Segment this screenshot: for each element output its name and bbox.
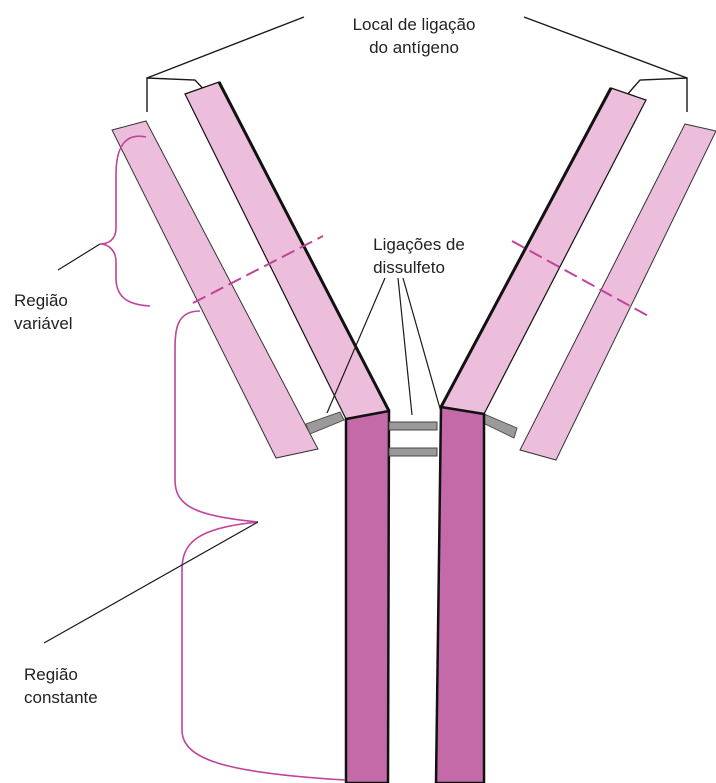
variable-label-pointer	[58, 244, 100, 270]
right-arm	[441, 88, 716, 460]
right-light-heavy-disulfide	[481, 414, 517, 438]
disulfide-label-line1: Ligações de	[373, 235, 465, 254]
stem	[346, 407, 484, 783]
variable-region-label-line1: Região	[14, 291, 68, 310]
disulfide-label-line2: dissulfeto	[373, 258, 445, 277]
region-braces	[100, 136, 345, 780]
left-heavy-chain-fab	[185, 82, 389, 419]
binding-site-pointer-right	[524, 17, 687, 78]
constant-region-label-line1: Região	[24, 665, 78, 684]
disulfide-pointer-3	[403, 278, 441, 412]
left-heavy-chain-stem	[346, 411, 389, 783]
right-heavy-chain-fab	[441, 88, 646, 414]
binding-site-label-line1: Local de ligação	[353, 15, 476, 34]
heavy-heavy-disulfide-2	[389, 448, 437, 456]
binding-site-label-line2: do antígeno	[369, 38, 459, 57]
right-light-chain	[520, 124, 716, 460]
binding-site-pointer-left	[147, 17, 304, 78]
heavy-heavy-disulfide-1	[389, 422, 437, 430]
constant-region-label-line2: constante	[24, 688, 98, 707]
right-heavy-chain-stem	[436, 407, 484, 783]
left-arm	[112, 82, 389, 458]
disulfide-pointer-2	[398, 278, 412, 415]
left-light-heavy-disulfide	[306, 412, 344, 434]
variable-region-label-line2: variável	[14, 314, 73, 333]
constant-label-pointer	[44, 522, 258, 643]
